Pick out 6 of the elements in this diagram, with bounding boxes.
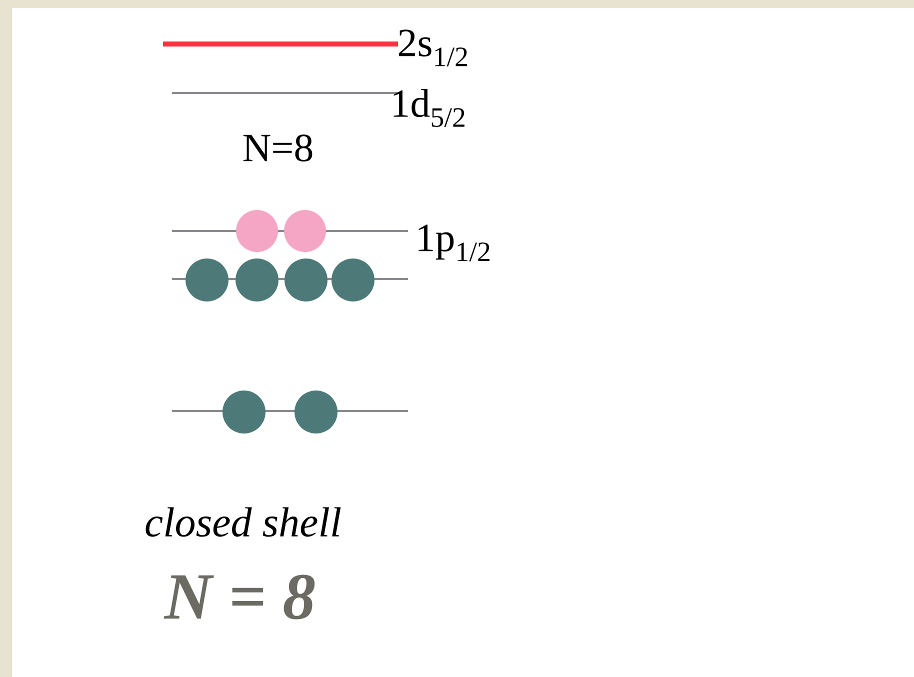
level-label: 1p$_{1/2}$ [418,224,490,262]
shell-label: N=8 [243,134,312,162]
level-label: 2s$_{1/2}$ [398,30,467,66]
caption-text: closed shell [146,507,341,537]
magic-number: N = 8 [164,574,315,620]
level-label: 1d$_{5/2}$ [394,89,464,127]
